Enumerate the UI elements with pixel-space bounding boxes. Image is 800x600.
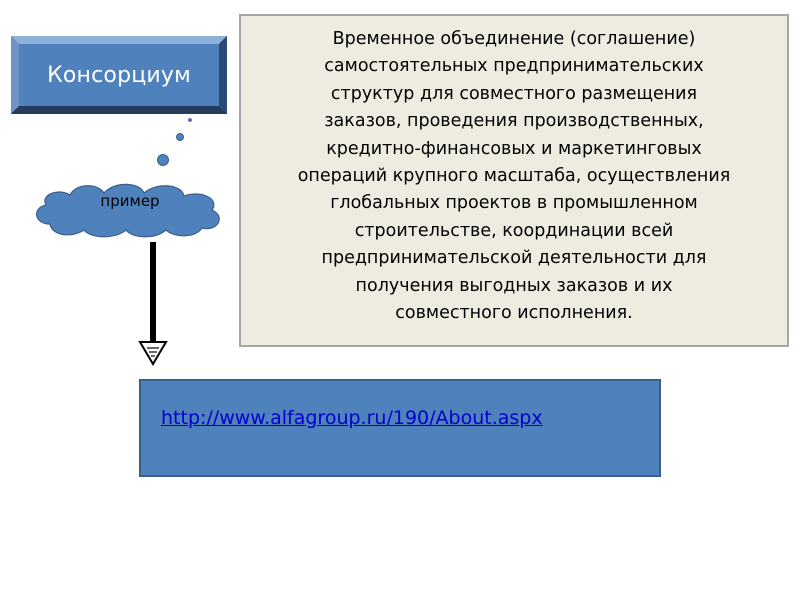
definition-line: кредитно-финансовых и маркетинговых xyxy=(326,138,702,159)
definition-line: операций крупного масштаба, осуществлени… xyxy=(297,166,731,187)
cloud-shape xyxy=(36,183,220,238)
definition-line: совместного исполнения. xyxy=(395,303,633,324)
thought-bubbles xyxy=(157,118,192,166)
definition-line: Временное объединение (соглашение) xyxy=(332,29,696,49)
thought-bubble-large xyxy=(157,154,169,166)
title-text: Консорциум xyxy=(47,62,191,88)
definition-line: предпринимательской деятельности для xyxy=(321,248,707,269)
definition-line: структур для совместного размещения xyxy=(330,83,698,104)
thought-bubble-medium xyxy=(176,133,184,141)
definition-line: строительстве, координации всей xyxy=(354,220,674,241)
definition-line: самостоятельных предпринимательских xyxy=(324,56,704,77)
definition-box: Временное объединение (соглашение) самос… xyxy=(239,14,789,347)
thought-bubble-small xyxy=(188,118,192,122)
about-link[interactable]: http://www.alfagroup.ru/190/About.aspx xyxy=(161,407,543,429)
link-box: http://www.alfagroup.ru/190/About.aspx xyxy=(139,379,661,477)
down-arrow xyxy=(138,242,168,366)
definition-line: заказов, проведения производственных, xyxy=(324,111,704,132)
arrow-head xyxy=(138,341,168,366)
definition-line: получения выгодных заказов и их xyxy=(355,275,673,296)
definition-text: Временное объединение (соглашение) самос… xyxy=(298,26,731,345)
title-box: Консорциум xyxy=(11,36,227,114)
cloud-label: пример xyxy=(100,192,160,210)
arrow-shaft xyxy=(150,242,156,344)
definition-line: глобальных проектов в промышленном xyxy=(330,193,698,214)
title-bevel xyxy=(11,36,227,114)
